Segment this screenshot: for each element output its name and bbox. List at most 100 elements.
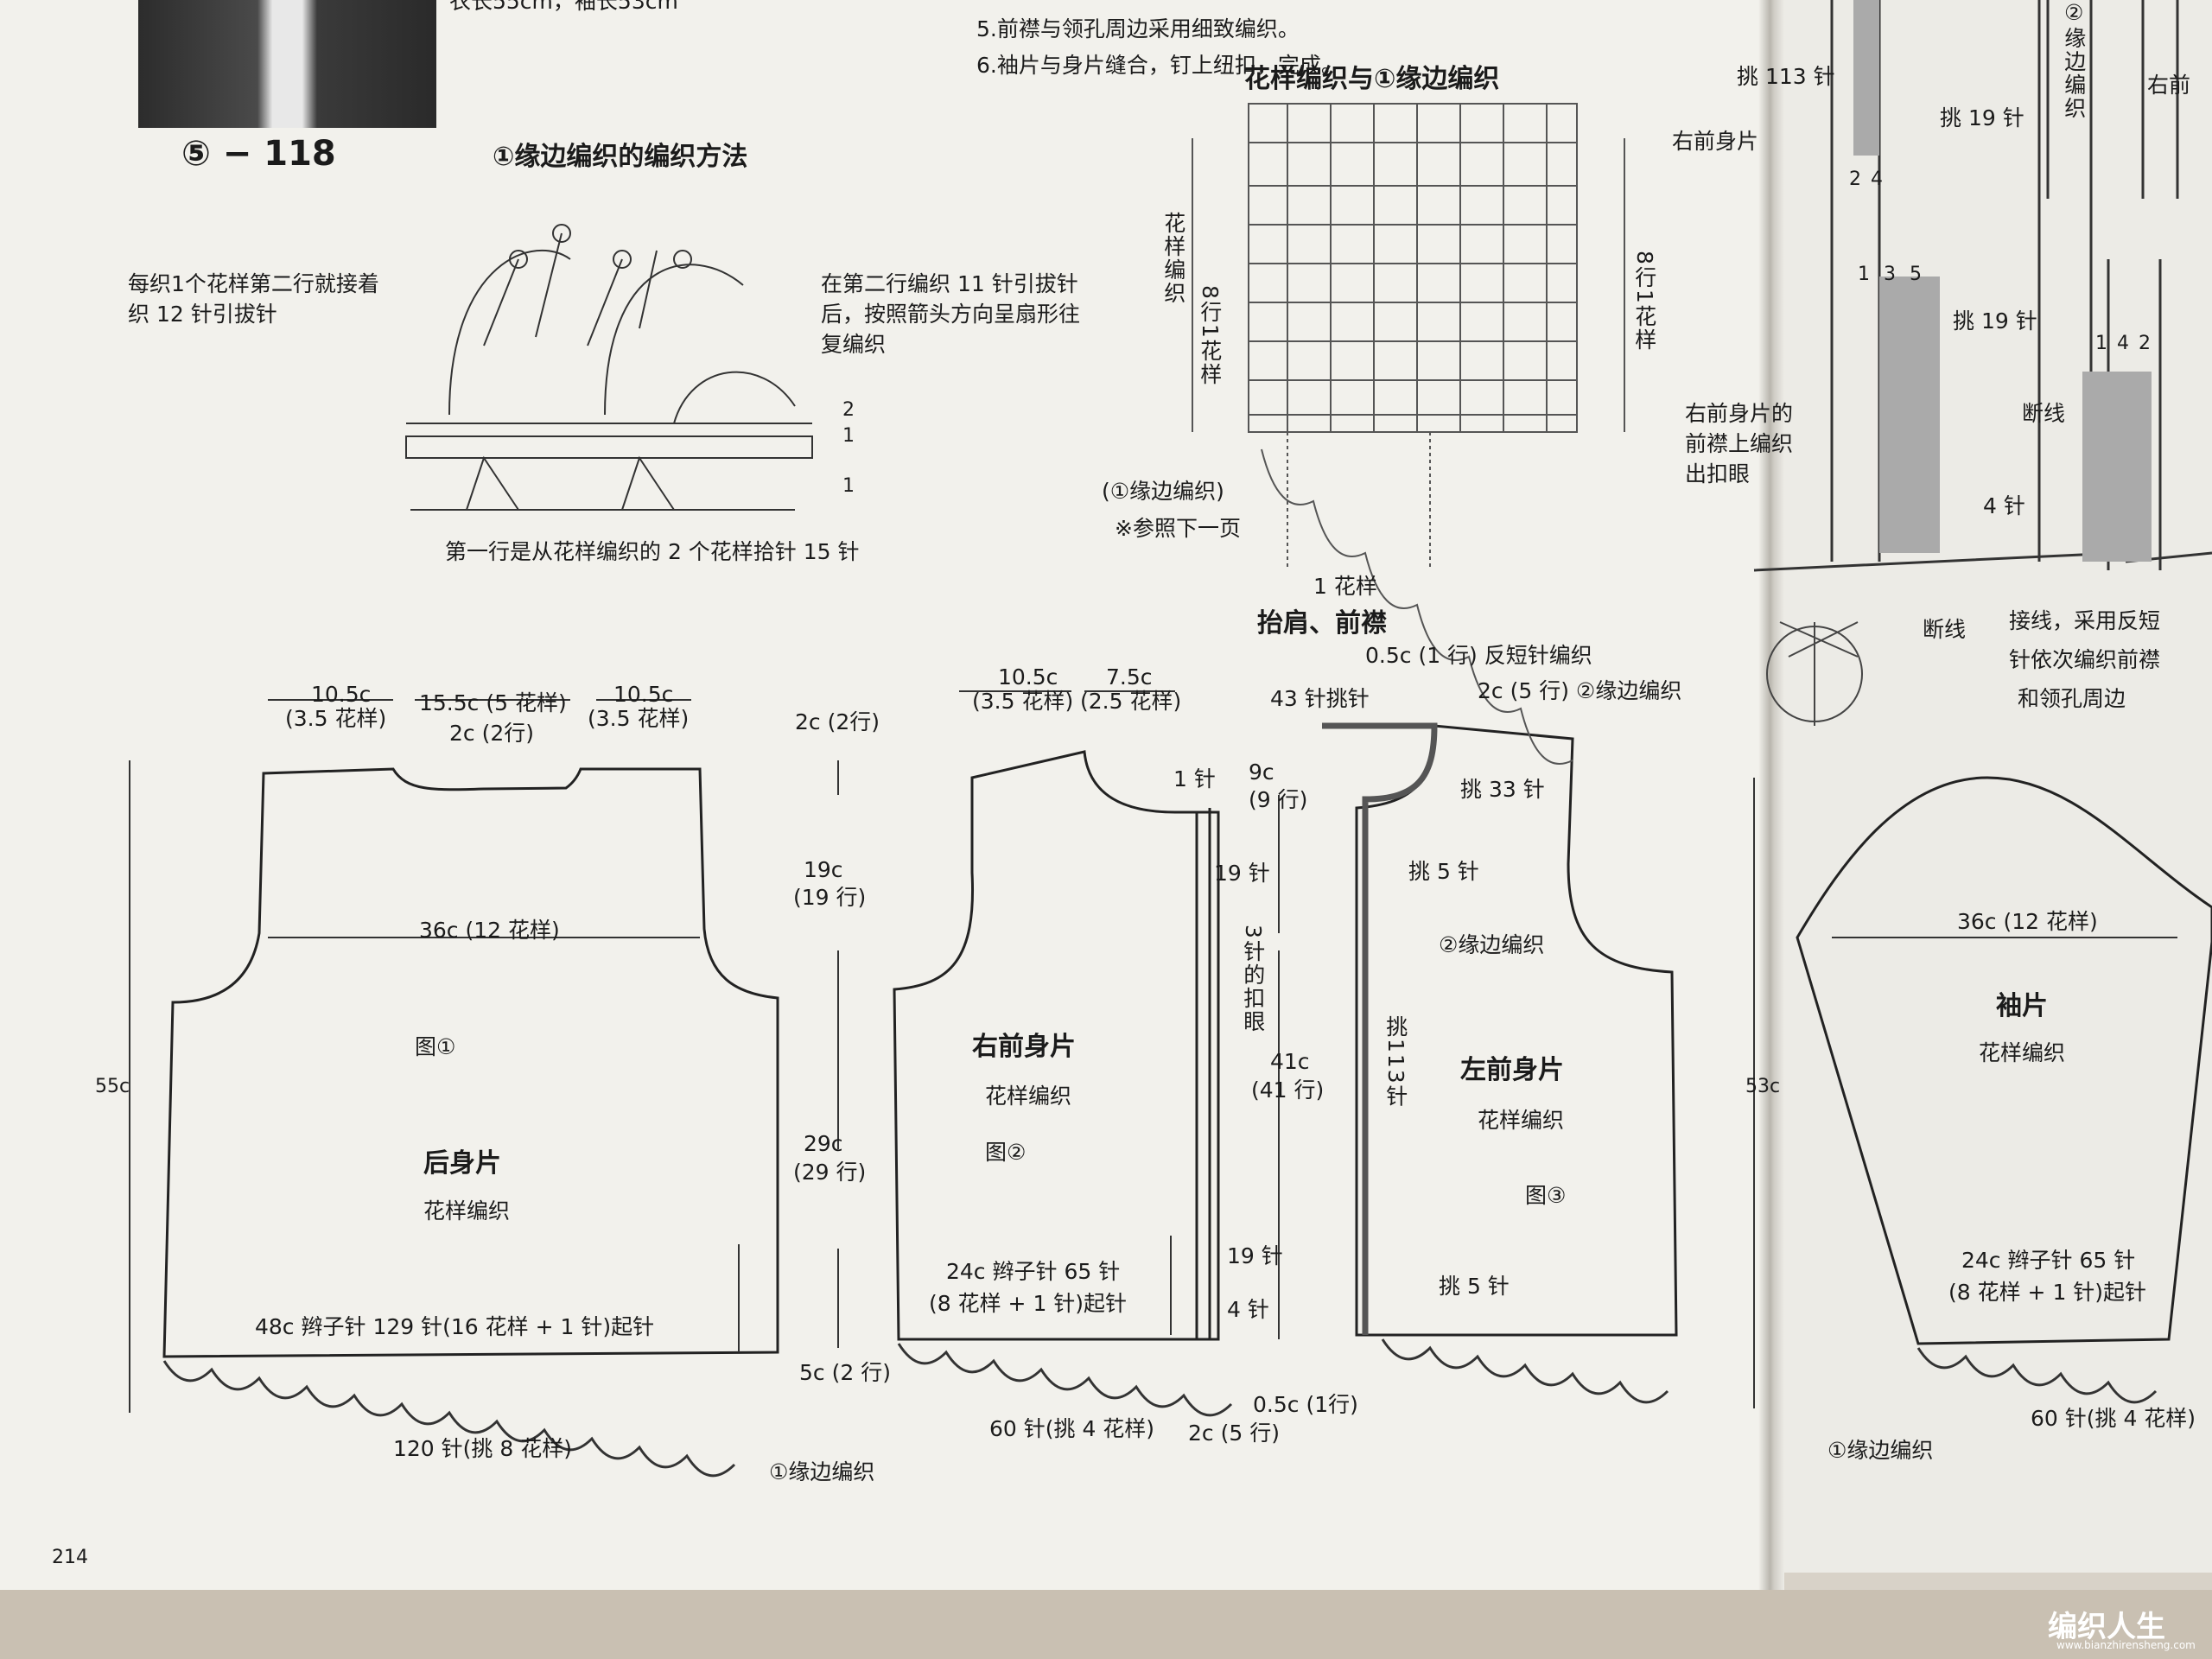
sleeve-outline	[1796, 776, 2212, 1345]
rf-cast-on-2: (8 花样 + 1 针)起针	[929, 1291, 1128, 1316]
step-6: 6.袖片与身片缝合，钉上纽扣，完成。	[976, 53, 1343, 78]
rp-rf-note-1: 右前身片的	[1685, 401, 1794, 426]
sleeve-cast-on-1: 24c 辫子针 65 针	[1961, 1248, 2136, 1273]
lf-pick113: 挑113针	[1382, 1015, 1408, 1109]
back-shoulder-r-2: (3.5 花样)	[588, 706, 690, 731]
stitch-left-label-1: 花样编织	[1160, 212, 1186, 305]
edge-row-2: 2	[842, 399, 855, 421]
rf-neck-2: (2.5 花样)	[1080, 689, 1182, 714]
rf-edge: 60 针(挑 4 花样)	[989, 1416, 1155, 1441]
book-page-left	[0, 0, 1780, 1607]
rp-num-c2: 4	[2117, 333, 2129, 354]
rp-pick19a: 挑 19 针	[1940, 105, 2024, 130]
lf-sub: 花样编织	[1478, 1108, 1565, 1133]
rp-num-b2: 3	[1884, 264, 1896, 285]
sleeve-ruffle	[1916, 1347, 2158, 1404]
sleeve-edge: 60 针(挑 4 花样)	[2031, 1406, 2196, 1431]
rf-cast-on-1: 24c 辫子针 65 针	[946, 1259, 1121, 1284]
rp-num-b3: 5	[1910, 264, 1922, 285]
rp-pick113: 挑 113 针	[1737, 64, 1835, 89]
sleeve-cast-on-2: (8 花样 + 1 针)起针	[1948, 1280, 2147, 1305]
sleeve-edge-label: ①缘边编织	[1827, 1438, 1934, 1463]
rf-band-bottom-2: 2c (5 行)	[1188, 1421, 1280, 1446]
rp-join-2: 针依次编织前襟	[2009, 647, 2161, 672]
edge-note-bottom: 第一行是从花样编织的 2 个花样拾针 15 针	[445, 539, 860, 564]
edge-note-right-3: 复编织	[821, 332, 887, 357]
lf-neck-depth: 9c	[1249, 760, 1274, 785]
left-front-outline	[1355, 724, 1678, 1337]
edge-method-title: ①缘边编织的编织方法	[493, 142, 748, 172]
center-body: 29c	[804, 1131, 843, 1156]
rp-rf-note-3: 出扣眼	[1685, 461, 1751, 486]
lf-band-width: 2c (5 行) ②缘边编织	[1478, 678, 1682, 703]
sleeve-sub: 花样编织	[1979, 1040, 2066, 1065]
back-height: 55c	[95, 1076, 130, 1097]
rp-num-c1: 1	[2095, 333, 2107, 354]
rf-band-1: 1 针	[1173, 766, 1216, 791]
center-edge-label: ①缘边编织	[769, 1459, 875, 1484]
lf-header: 抬肩、前襟	[1257, 608, 1387, 639]
rp-edge2: ②缘边编织	[2061, 0, 2087, 120]
garment-photo	[138, 0, 436, 128]
back-shoulder-l: 10.5c	[311, 682, 372, 707]
rp-num-c3: 2	[2139, 333, 2151, 354]
lf-title: 左前身片	[1460, 1055, 1564, 1085]
stitch-edge-label: (①缘边编织)	[1102, 479, 1224, 504]
rp-rf-note-2: 前襟上编织	[1685, 431, 1794, 456]
lf-pick5b: 挑 5 针	[1439, 1274, 1510, 1299]
page-number: 214	[52, 1547, 88, 1568]
rp-right-front: 右前	[2147, 73, 2191, 98]
watermark-site: www.bianzhirensheng.com	[2056, 1639, 2196, 1651]
rp-join-3: 和领孔周边	[2018, 686, 2126, 711]
center-armhole: 19c	[804, 857, 843, 882]
center-top: 2c (2行)	[795, 709, 880, 734]
stitch-repeat: 1 花样	[1313, 574, 1377, 599]
rf-buttonholes: 3针的扣眼	[1240, 925, 1266, 1033]
rf-sub: 花样编织	[985, 1084, 1072, 1109]
back-shoulder-l-2: (3.5 花样)	[285, 706, 387, 731]
lf-pick5a: 挑 5 针	[1408, 859, 1479, 884]
rp-num-a1: 2	[1849, 168, 1861, 190]
rf-title: 右前身片	[972, 1032, 1076, 1062]
pattern-number: ⑤ − 118	[181, 134, 336, 174]
rp-join-1: 接线，采用反短	[2009, 608, 2161, 633]
rp-cut1: 断线	[2022, 401, 2066, 426]
rf-band-4: 4 针	[1227, 1297, 1269, 1322]
rf-band-19a: 19 针	[1214, 861, 1270, 886]
rp-rf-label: 右前身片	[1672, 129, 1759, 154]
rf-band-19b: 19 针	[1227, 1243, 1283, 1268]
back-fig: 图①	[415, 1034, 456, 1059]
edge-note-left-1: 每织1个花样第二行就接着	[128, 271, 379, 296]
stitch-ref: ※参照下一页	[1115, 516, 1241, 541]
back-cast-on: 48c 辫子针 129 针(16 花样 + 1 针)起针	[255, 1314, 655, 1339]
rf-neck: 7.5c	[1106, 664, 1153, 690]
back-chest: 36c (12 花样)	[419, 918, 560, 943]
right-front-outline	[893, 750, 1220, 1341]
rf-band-bottom-1: 0.5c (1行)	[1253, 1392, 1358, 1417]
back-edge: 120 针(挑 8 花样)	[393, 1436, 572, 1461]
rp-num-a2: 4	[1871, 168, 1883, 190]
lf-edge2: ②缘边编织	[1439, 932, 1545, 957]
lf-neck-depth-2: (9 行)	[1249, 787, 1308, 812]
back-outline	[162, 767, 779, 1358]
edge-note-left-2: 织 12 针引拔针	[128, 302, 277, 327]
stitch-right-label: 8行1花样	[1631, 251, 1657, 352]
lf-pick33: 挑 33 针	[1460, 777, 1545, 802]
background-floor	[0, 1590, 2212, 1659]
center-armhole-rows: (19 行)	[793, 885, 867, 910]
lf-fig: 图③	[1525, 1183, 1567, 1208]
back-neck: 15.5c (5 花样)	[419, 690, 567, 715]
edge-note-right-2: 后，按照箭头方向呈扇形往	[821, 302, 1081, 327]
edge-row-1a: 1	[842, 425, 855, 447]
rp-pick19b: 挑 19 针	[1953, 308, 2037, 334]
back-shoulder-r: 10.5c	[613, 682, 674, 707]
lf-ruffle	[1381, 1338, 1669, 1404]
rf-shoulder-2: (3.5 花样)	[972, 689, 1074, 714]
stitch-chart-title: 花样编织与①缘边编织	[1244, 64, 1500, 94]
stitch-left-label-2: 8行1花样	[1197, 285, 1223, 386]
step-5: 5.前襟与领孔周边采用细致编织。	[976, 16, 1300, 41]
lf-neck-pick: 43 针挑针	[1270, 686, 1370, 711]
cut-top-text: 衣长55cm，袖长53cm	[449, 0, 678, 14]
rp-st4: 4 针	[1983, 493, 2025, 518]
